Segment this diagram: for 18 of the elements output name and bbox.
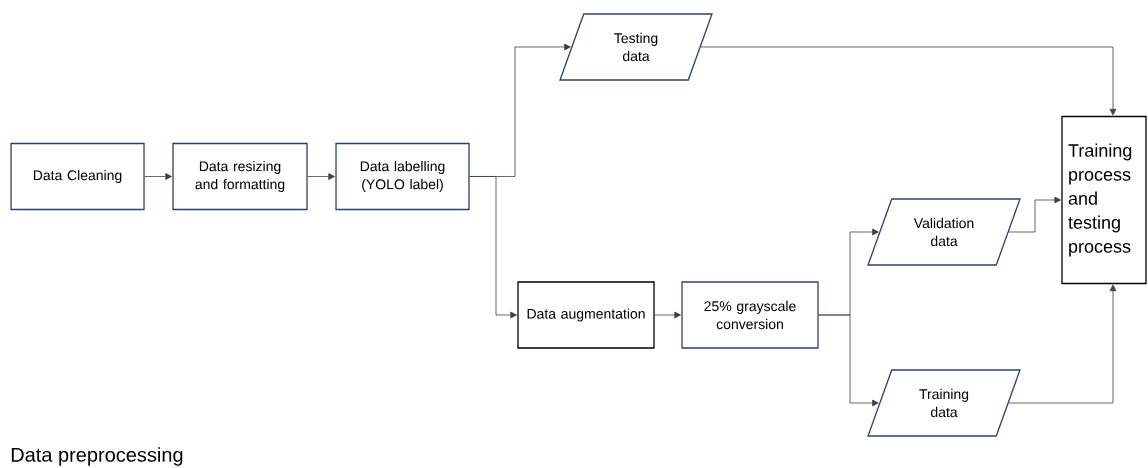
caption-text: Data preprocessing — [11, 447, 183, 466]
arrow — [1008, 284, 1117, 404]
arrow — [144, 173, 172, 180]
process-box: Training process and testing process — [1061, 115, 1147, 285]
process-box: 25% grayscale conversion — [681, 281, 819, 349]
arrow — [1008, 196, 1061, 233]
process-box: Data augmentation — [517, 281, 655, 349]
data-parallelogram: Testing data — [559, 13, 713, 81]
arrow — [700, 46, 1117, 116]
process-box: Data labelling (YOLO label) — [335, 142, 470, 211]
arrow — [818, 314, 879, 407]
arrow — [654, 311, 681, 319]
data-parallelogram: Validation data — [867, 198, 1021, 266]
process-box: Data Cleaning — [10, 142, 145, 211]
arrow — [307, 173, 335, 180]
data-parallelogram: Training data — [867, 369, 1021, 437]
arrow — [469, 176, 517, 319]
process-box: Data resizing and formatting — [172, 142, 308, 211]
